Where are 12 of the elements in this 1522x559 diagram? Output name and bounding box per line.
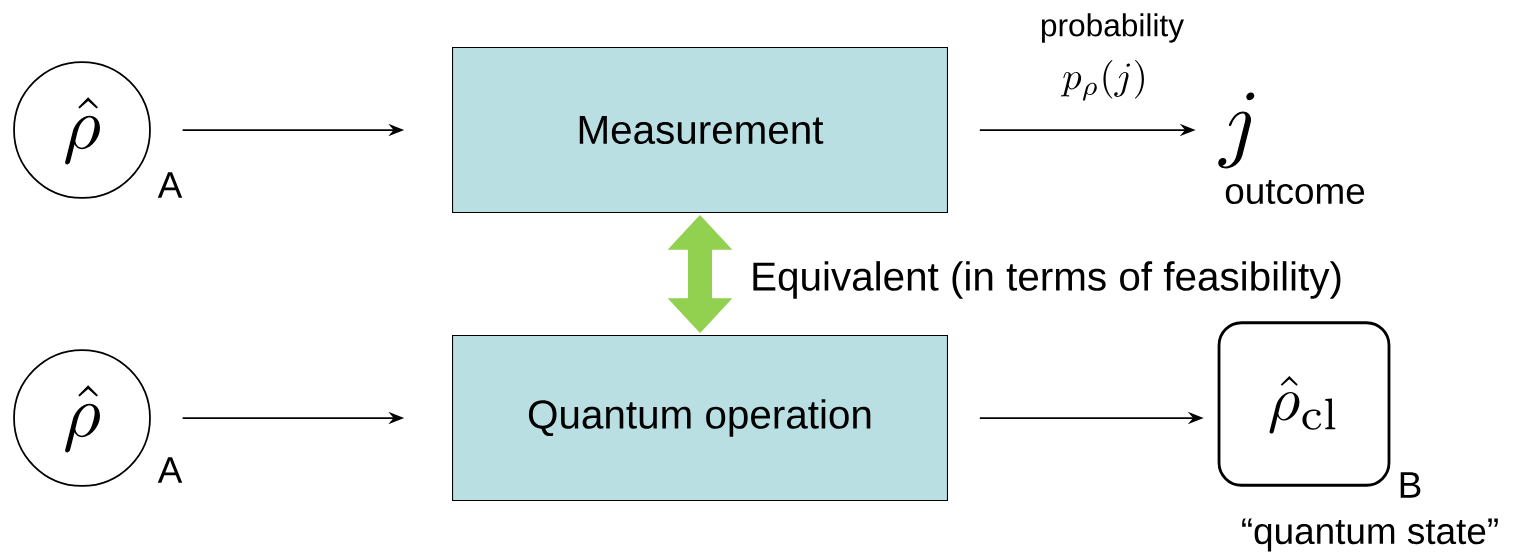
node-caption: outcome — [1225, 179, 1365, 205]
node-caption: B — [1400, 472, 1421, 498]
edge-label: $p_{\rho}(j)$ — [1060, 60, 1144, 101]
edge-label: probability — [1041, 13, 1184, 43]
node-caption: “quantum state” — [1242, 518, 1498, 552]
process-box: Measurement — [452, 47, 948, 213]
process-box: Quantum operation — [452, 335, 948, 501]
outcome-symbol: $j$ — [1218, 92, 1255, 169]
node-caption: A — [157, 172, 183, 198]
edge-label: Equivalent (in terms of feasibility) — [753, 261, 1341, 299]
state-box: $\hat{\rho}_{\mathrm{cl}}$ — [1217, 321, 1391, 487]
node-caption: A — [157, 457, 183, 483]
